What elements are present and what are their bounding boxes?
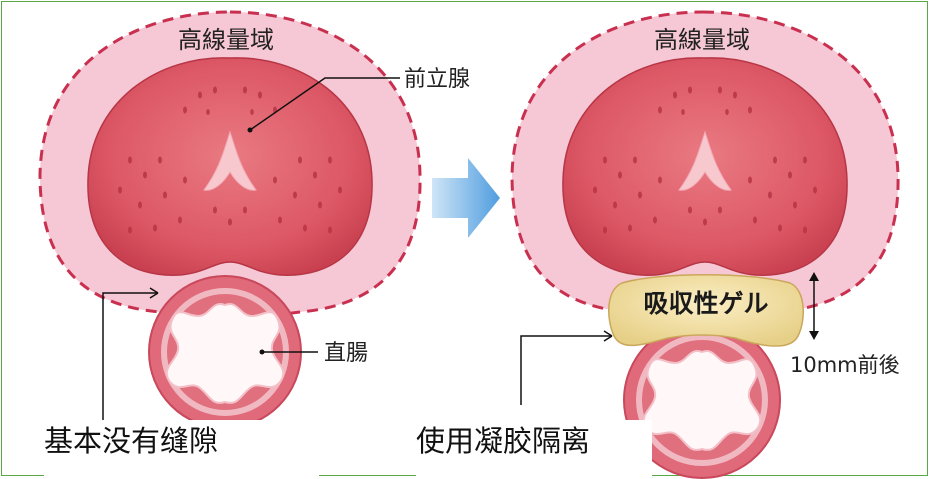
right-panel: 高線量域 吸収性ゲル 10mm前後 <box>512 12 900 478</box>
right-caption: 使用凝胶隔离 <box>416 420 652 478</box>
right-arrow-icon <box>432 158 500 238</box>
right-zone-label: 高線量域 <box>654 26 750 54</box>
right-gel-label: 吸収性ゲル <box>643 289 768 318</box>
right-gel-pointer <box>521 336 612 405</box>
left-caption: 基本没有缝隙 <box>44 420 319 478</box>
left-rectum-label: 直腸 <box>324 341 368 366</box>
right-distance-label: 10mm前後 <box>790 353 900 377</box>
left-panel: 高線量域 前立腺 直腸 <box>40 12 470 428</box>
left-prostate-label: 前立腺 <box>404 67 470 92</box>
left-zone-label: 高線量域 <box>178 26 274 54</box>
